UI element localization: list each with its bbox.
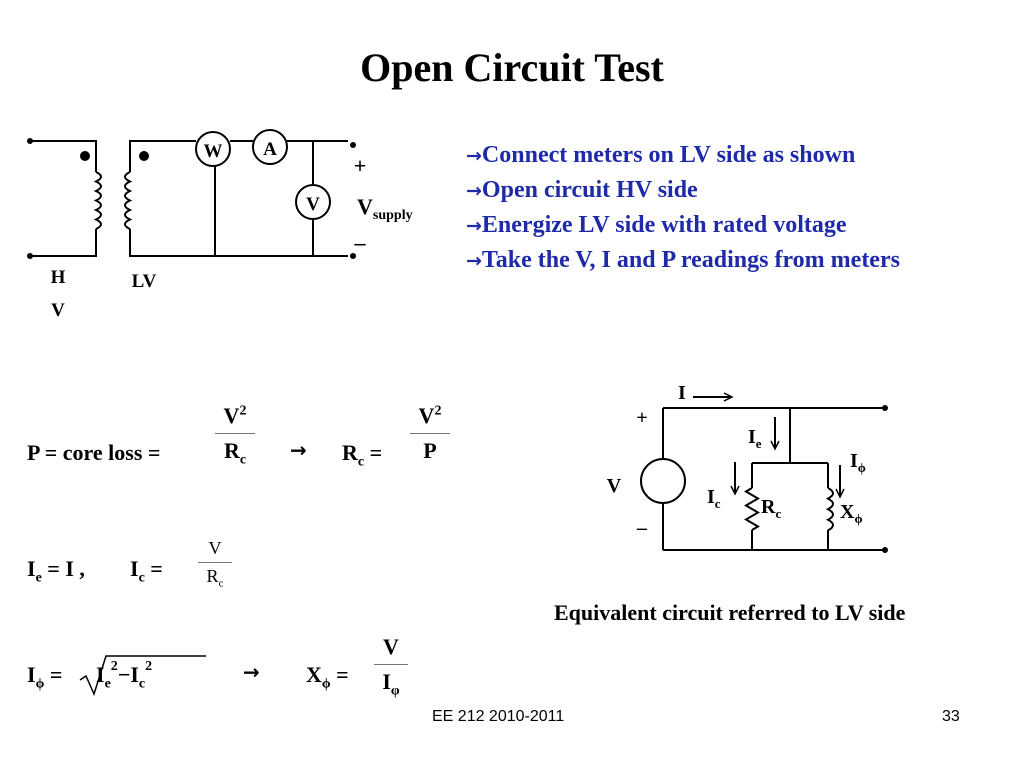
lv-top-wire <box>129 140 196 172</box>
fraction-v2-over-p: V2 P <box>410 403 450 464</box>
label-iphi: Iϕ <box>850 450 866 475</box>
footer-course: EE 212 2010-2011 <box>432 708 565 725</box>
lv-winding <box>124 171 133 230</box>
resistor-rc <box>744 487 760 531</box>
lv-bottom-wire <box>129 229 348 257</box>
bullet-item: →Take the V, I and P readings from meter… <box>466 247 900 273</box>
implies-arrow-2: → <box>243 660 260 684</box>
lv-polarity-dot <box>139 151 149 161</box>
label-rc: Rc <box>761 496 781 521</box>
voltage-source <box>640 458 686 504</box>
hv-terminal-top <box>27 138 33 144</box>
wattmeter-label: W <box>204 141 223 162</box>
equivalent-circuit-caption: Equivalent circuit referred to LV side <box>554 600 906 625</box>
hv-label-h: H <box>51 267 66 288</box>
ammeter-label: A <box>263 139 277 160</box>
open-circuit-test-diagram: W A V + – Vsupply H V LV <box>27 129 413 321</box>
bullet-item: →Open circuit HV side <box>466 177 698 203</box>
implies-arrow: → <box>290 438 307 462</box>
hv-terminal-bottom <box>27 253 33 259</box>
supply-minus: – <box>354 230 367 255</box>
equation-core-loss-lhs: P = core loss = <box>27 440 161 465</box>
label-ic: Ic <box>707 486 721 511</box>
ammeter <box>252 129 288 165</box>
eq-circuit-plus: + <box>636 407 647 429</box>
lv-label: LV <box>132 271 157 292</box>
hv-polarity-dot <box>80 151 90 161</box>
hv-top-wire <box>30 140 97 172</box>
instruction-list: →Connect meters on LV side as shown →Ope… <box>466 138 900 278</box>
bullet-item: →Energize LV side with rated voltage <box>466 212 847 238</box>
label-xphi: Xϕ <box>840 501 863 526</box>
eq-circuit-voltage-label: V <box>607 475 622 497</box>
voltmeter-label: V <box>306 194 320 215</box>
arrow-icon: → <box>466 145 482 167</box>
rc-lhs: Rc = <box>342 440 383 470</box>
equation-iphi-lhs: Iϕ = <box>27 662 63 692</box>
fraction-v-over-rc: V Rc <box>198 538 232 590</box>
arrow-icon: → <box>466 180 482 202</box>
equation-ie: Ie = I , <box>27 556 85 586</box>
square-root-sign <box>79 655 206 697</box>
hv-label-v: V <box>51 300 65 321</box>
equation-xphi-lhs: Xϕ = <box>306 662 349 692</box>
sqrt-content: Ie2−Ic2 <box>96 658 153 692</box>
wattmeter <box>195 131 231 167</box>
supply-terminal-bottom <box>350 253 356 259</box>
eq-circuit-minus: – <box>636 517 648 539</box>
voltmeter <box>295 184 331 220</box>
current-label-i: I <box>678 382 686 404</box>
hv-bottom-wire <box>30 229 97 257</box>
equation-ic-lhs: Ic = <box>130 556 163 586</box>
slide-title: Open Circuit Test <box>360 45 664 90</box>
footer-page-number: 33 <box>942 708 960 725</box>
fraction-v2-over-rc: V2 Rc <box>215 403 255 468</box>
label-ie: Ie <box>748 426 762 451</box>
arrow-icon: → <box>466 215 482 237</box>
inductor-xphi <box>825 487 834 532</box>
vsupply-label: Vsupply <box>357 194 413 223</box>
supply-terminal-top <box>350 142 356 148</box>
bullet-item: →Connect meters on LV side as shown <box>466 142 856 168</box>
hv-winding <box>93 171 102 230</box>
supply-plus: + <box>354 153 367 178</box>
equivalent-circuit-diagram: I + – V Ie Iϕ Ic Rc Xϕ <box>607 382 888 553</box>
fraction-v-over-iphi: V Iφ <box>374 634 408 699</box>
arrow-icon: → <box>466 250 482 272</box>
